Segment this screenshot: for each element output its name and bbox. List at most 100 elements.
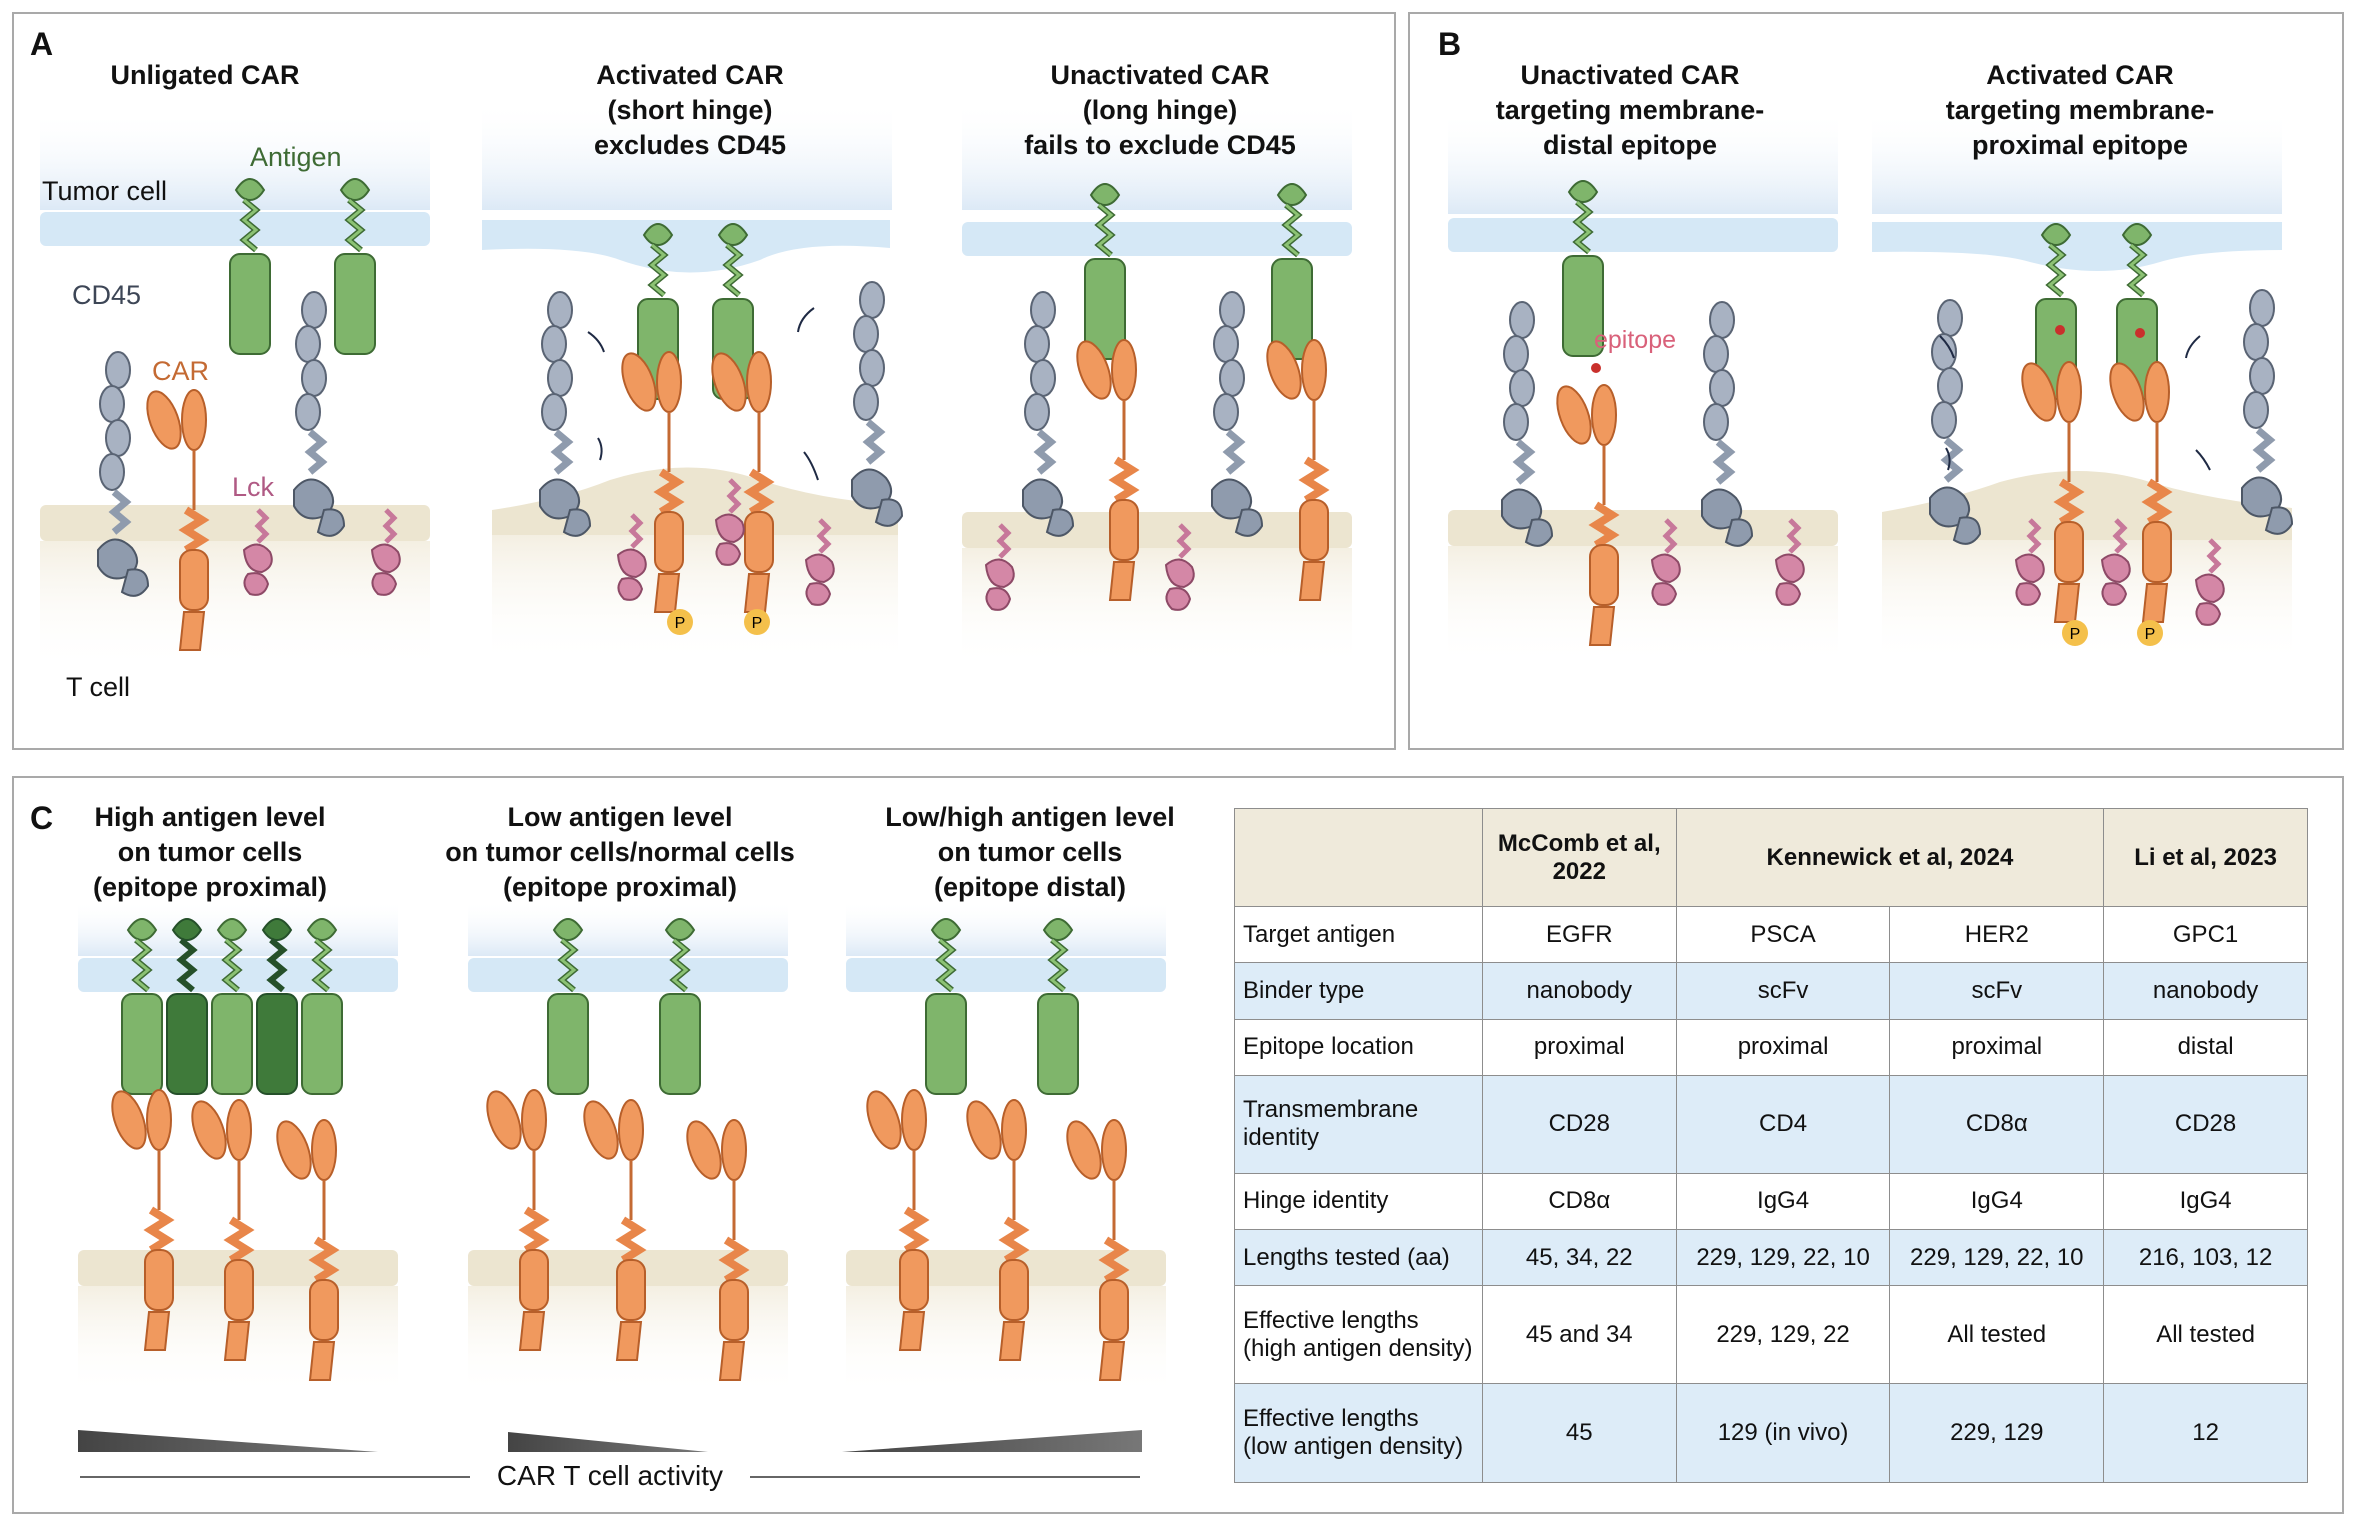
table-cell: CD4 [1675,1074,1891,1174]
table-cell: proximal [1481,1018,1677,1076]
table-cell: 12 [2103,1383,2308,1483]
table-cell: 229, 129, 22 [1675,1285,1891,1385]
table-cell: GPC1 [2103,906,2308,964]
table-cell: 229, 129 [1889,1383,2105,1483]
row-label-effective-high: Effective lengths (high antigen density) [1234,1285,1483,1385]
table-cell: proximal [1889,1018,2105,1076]
antigen-3a [1085,184,1125,359]
table-row: Binder type nanobody scFv scFv nanobody [1234,962,2308,1020]
table-cell: scFv [1675,962,1891,1020]
table-cell: CD8α [1481,1172,1677,1231]
table-cell: 216, 103, 12 [2103,1228,2308,1287]
comparison-table: McComb et al, 2022 Kennewick et al, 2024… [1234,807,2308,1483]
table-cell: proximal [1675,1018,1891,1076]
table-cell: All tested [2103,1285,2308,1385]
table-cell: CD28 [2103,1074,2308,1174]
cd45-b2b [2242,290,2292,534]
arrow-2c [797,307,815,333]
table-cell: 45, 34, 22 [1481,1228,1677,1287]
row-label-transmembrane: Transmembrane identity [1234,1074,1483,1174]
activity-line-left [80,1476,470,1478]
activity-label: CAR T cell activity [496,1460,724,1491]
row-label-lengths-tested: Lengths tested (aa) [1234,1228,1483,1287]
label-antigen: Antigen [250,142,342,172]
table-header-row: McComb et al, 2022 Kennewick et al, 2024… [1234,807,2308,908]
table-cell: 229, 129, 22, 10 [1675,1228,1891,1287]
panel-a-label: A [30,26,54,62]
phospho-label: P [675,615,686,632]
row-label-hinge: Hinge identity [1234,1172,1483,1231]
label-cd45: CD45 [72,280,142,310]
panel-a-title-1: Unligated CAR [110,60,300,90]
phospho-label: P [752,615,763,632]
table-row: Hinge identity CD8α IgG4 IgG4 IgG4 [1234,1172,2308,1231]
activity-line-right [750,1476,1140,1478]
table-row: Effective lengths (low antigen density) … [1234,1383,2308,1483]
label-car: CAR [152,356,210,386]
panel-c-label: C [30,800,54,836]
label-lck: Lck [232,472,275,502]
label-tumor-cell: Tumor cell [42,176,168,206]
arrow-2d [803,451,819,481]
phospho-2b [744,609,770,635]
table-cell: 129 (in vivo) [1675,1383,1891,1483]
panel-b-title-1: Unactivated CAR targeting membrane- dist… [1495,60,1765,160]
table-cell: CD8α [1889,1074,2105,1174]
phospho-b2b [2137,620,2163,646]
table-row: Lengths tested (aa) 45, 34, 22 229, 129,… [1234,1228,2308,1287]
table-row: Transmembrane identity CD28 CD4 CD8α CD2… [1234,1074,2308,1174]
epitope-star-b1 [1591,363,1601,373]
activity-axis: CAR T cell activity [80,1460,1140,1491]
table-cell: distal [2103,1018,2308,1076]
epitope-star-b2b [2135,328,2145,338]
panel-b-label: B [1438,26,1462,62]
arrow-b2b [1945,447,1951,471]
table-header-mccomb: McComb et al, 2022 [1481,807,1677,908]
table-cell: 229, 129, 22, 10 [1889,1228,2105,1287]
table-header-empty [1234,807,1483,908]
arrow-b2d [2195,449,2211,471]
phospho-label: P [2070,626,2081,643]
arrow-b2a [1939,335,1955,359]
table-row: Target antigen EGFR PSCA HER2 GPC1 [1234,906,2308,964]
panel-b-title-2: Activated CAR targeting membrane- proxim… [1945,60,2215,160]
table-header-kennewick: Kennewick et al, 2024 [1675,807,2105,908]
table-cell: EGFR [1481,906,1677,964]
activity-ramp-c1 [78,1430,378,1452]
table-cell: PSCA [1675,906,1891,964]
table-cell: nanobody [2103,962,2308,1020]
table-cell: HER2 [1889,906,2105,964]
row-label-target-antigen: Target antigen [1234,906,1483,964]
row-label-epitope-location: Epitope location [1234,1018,1483,1076]
table-cell: 45 [1481,1383,1677,1483]
table-cell: CD28 [1481,1074,1677,1174]
epitope-star-b2a [2055,325,2065,335]
table-row: Effective lengths (high antigen density)… [1234,1285,2308,1385]
table-cell: IgG4 [1889,1172,2105,1231]
table-header-li: Li et al, 2023 [2103,807,2308,908]
panel-c-title-1: High antigen level on tumor cells (epito… [92,802,328,902]
label-t-cell: T cell [66,672,131,702]
row-label-binder-type: Binder type [1234,962,1483,1020]
table-cell: 45 and 34 [1481,1285,1677,1385]
cd45-2b [852,282,902,526]
table-cell: scFv [1889,962,2105,1020]
arrow-b2c [2185,335,2201,359]
panel-c-title-3: Low/high antigen level on tumor cells (e… [885,802,1175,902]
antigen-3b [1272,184,1312,359]
panel-a-title-3: Unactivated CAR (long hinge) fails to ex… [1024,60,1296,160]
activity-ramp-c2 [508,1432,708,1452]
table-row: Epitope location proximal proximal proxi… [1234,1018,2308,1076]
table-cell: IgG4 [2103,1172,2308,1231]
phospho-b2a [2062,620,2088,646]
cd45-3a [1023,292,1073,536]
arrow-2b [597,437,603,461]
table-cell: All tested [1889,1285,2105,1385]
cd45-3b [1212,292,1262,536]
cd45-b1b [1702,302,1752,546]
activity-ramp-c3 [842,1430,1142,1452]
phospho-label: P [2145,626,2156,643]
table-cell: IgG4 [1675,1172,1891,1231]
row-label-effective-low: Effective lengths (low antigen density) [1234,1383,1483,1483]
